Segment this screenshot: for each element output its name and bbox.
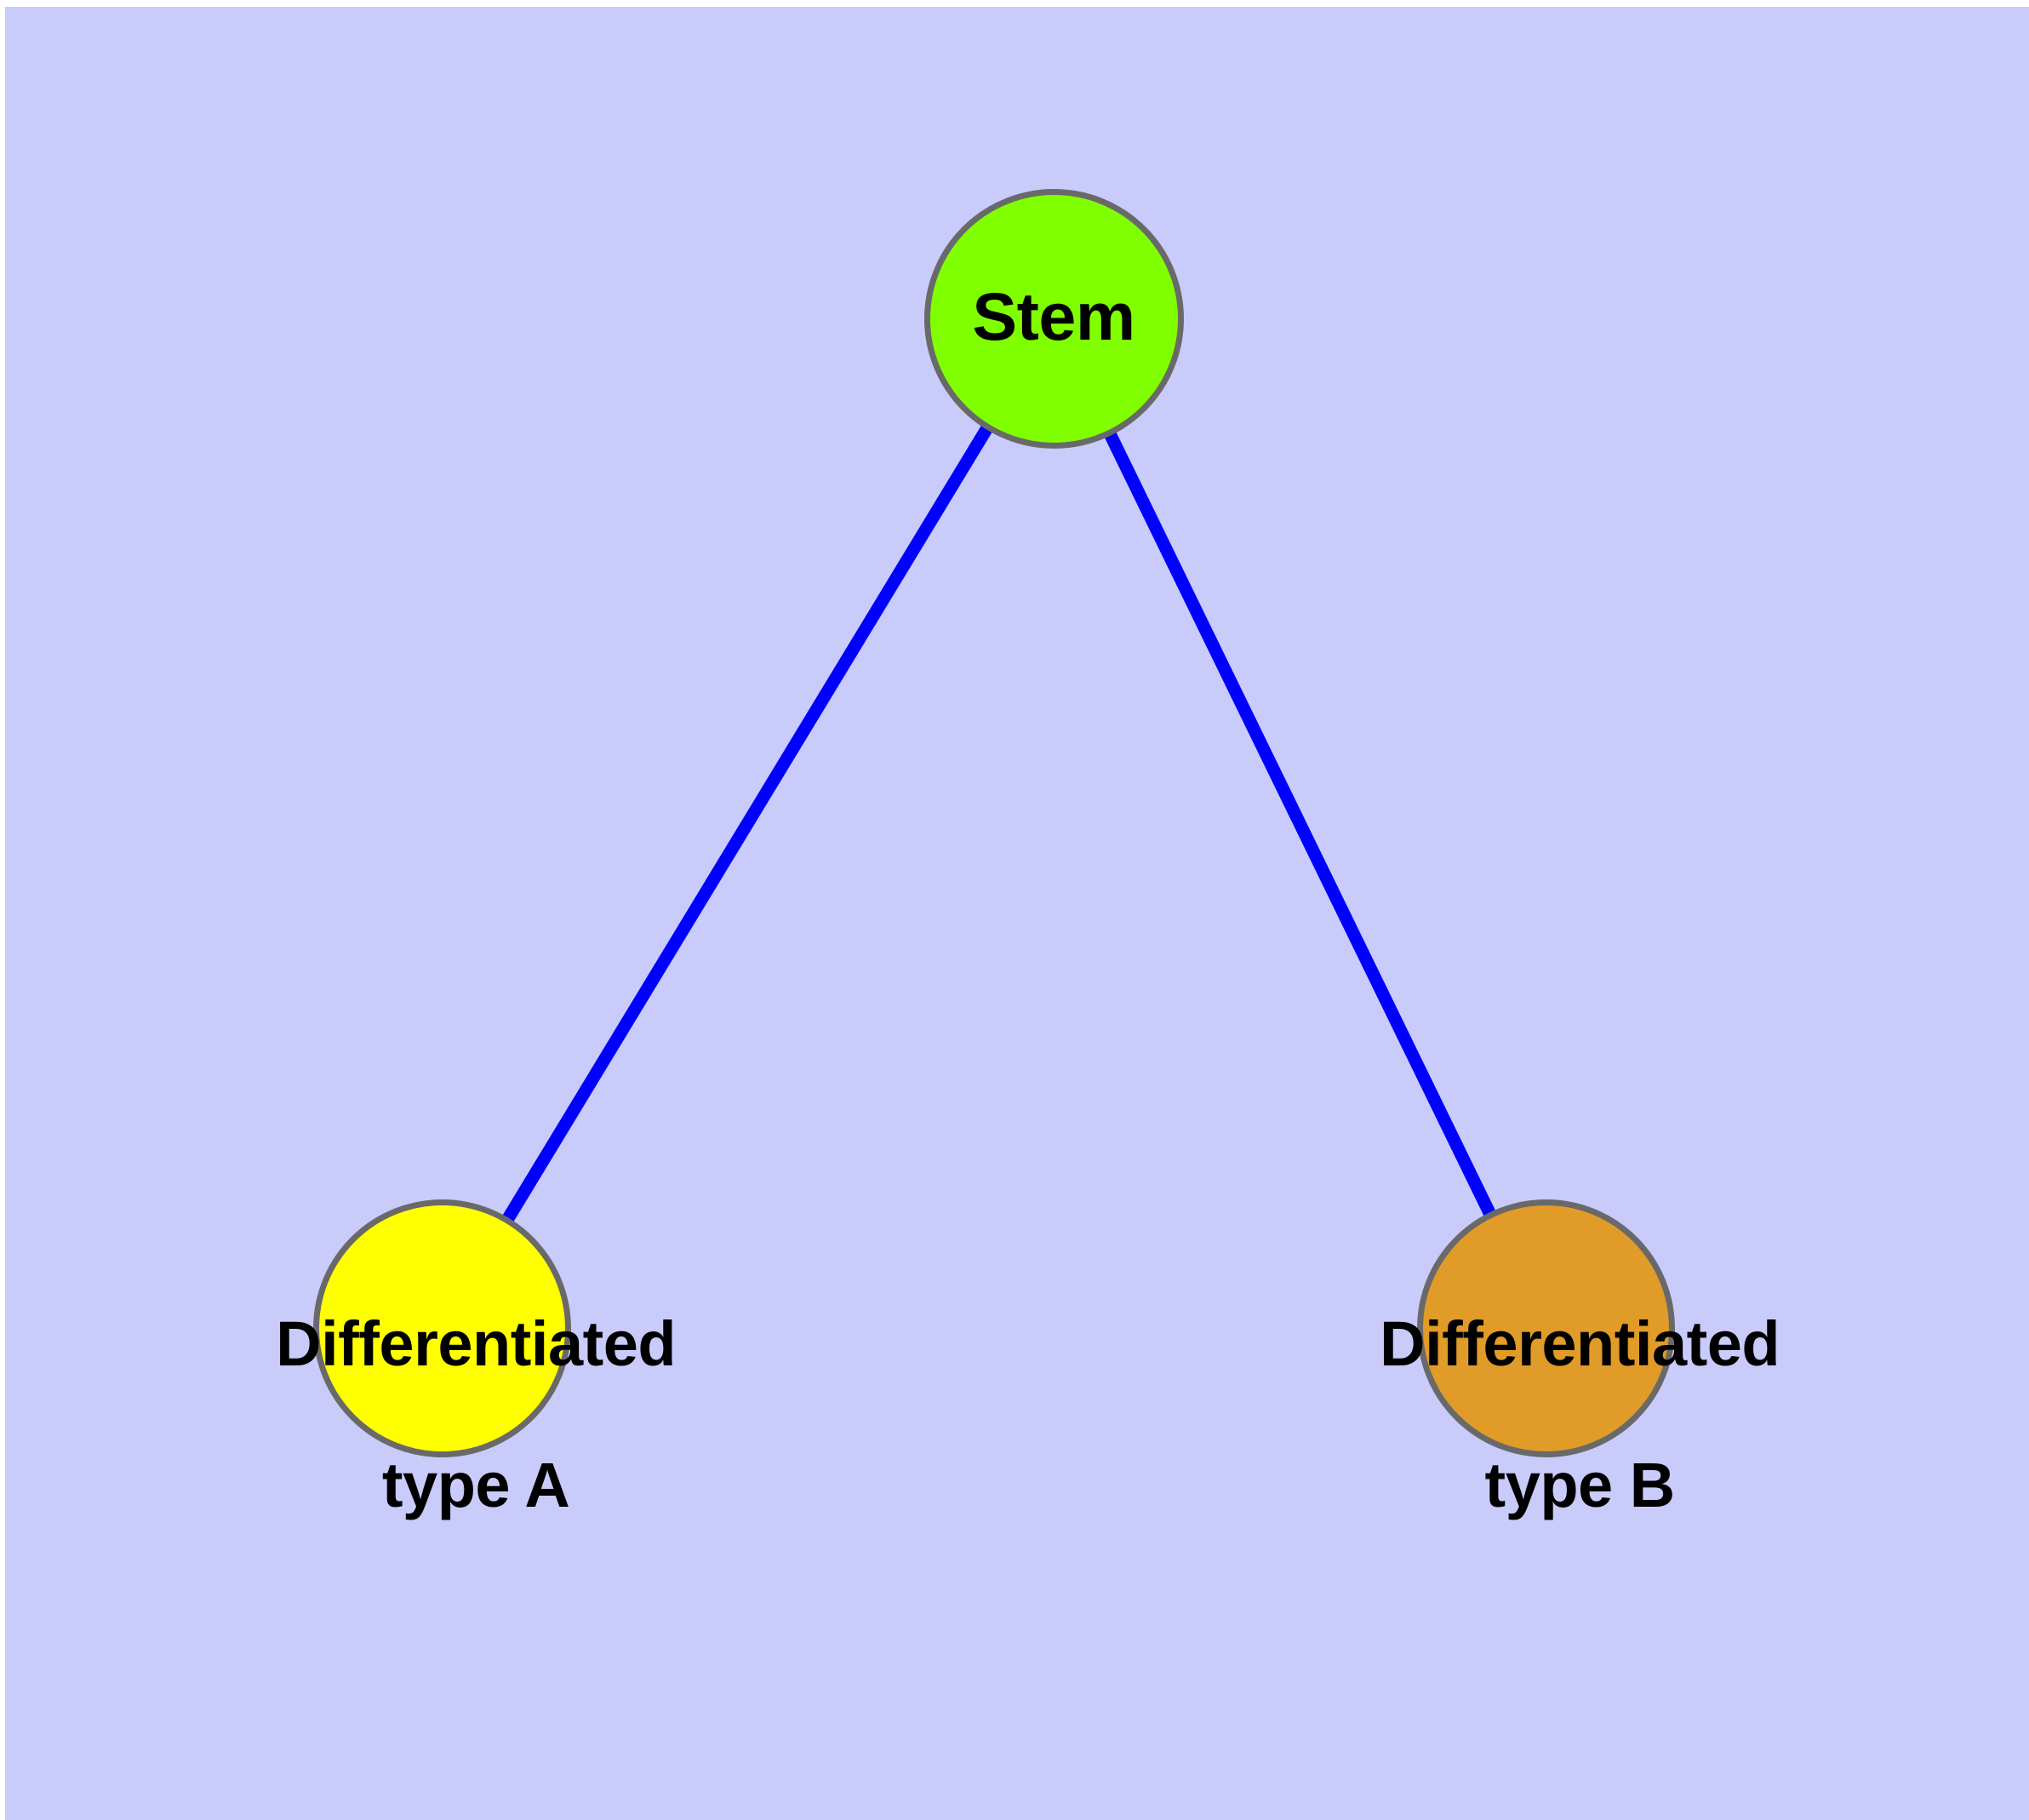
node-a-label-line1: Differentiated [276, 1308, 677, 1379]
node-stem-label: Stem [972, 278, 1135, 354]
node-b-label-line2: type B [1484, 1449, 1676, 1520]
node-differentiated-type-b-label: Differentiated type B [1273, 1239, 1818, 1591]
node-b-label-line1: Differentiated [1380, 1308, 1780, 1379]
node-differentiated-type-b[interactable] [1417, 1199, 1675, 1457]
node-differentiated-type-a-label: Differentiated type A [169, 1239, 714, 1591]
node-stem[interactable] [924, 189, 1184, 449]
node-differentiated-type-a[interactable] [313, 1199, 571, 1457]
edge-stem-to-differentiated-type-a [436, 315, 1060, 1331]
edge-stem-to-differentiated-type-b [1048, 315, 1552, 1331]
node-a-label-line2: type A [381, 1449, 570, 1520]
